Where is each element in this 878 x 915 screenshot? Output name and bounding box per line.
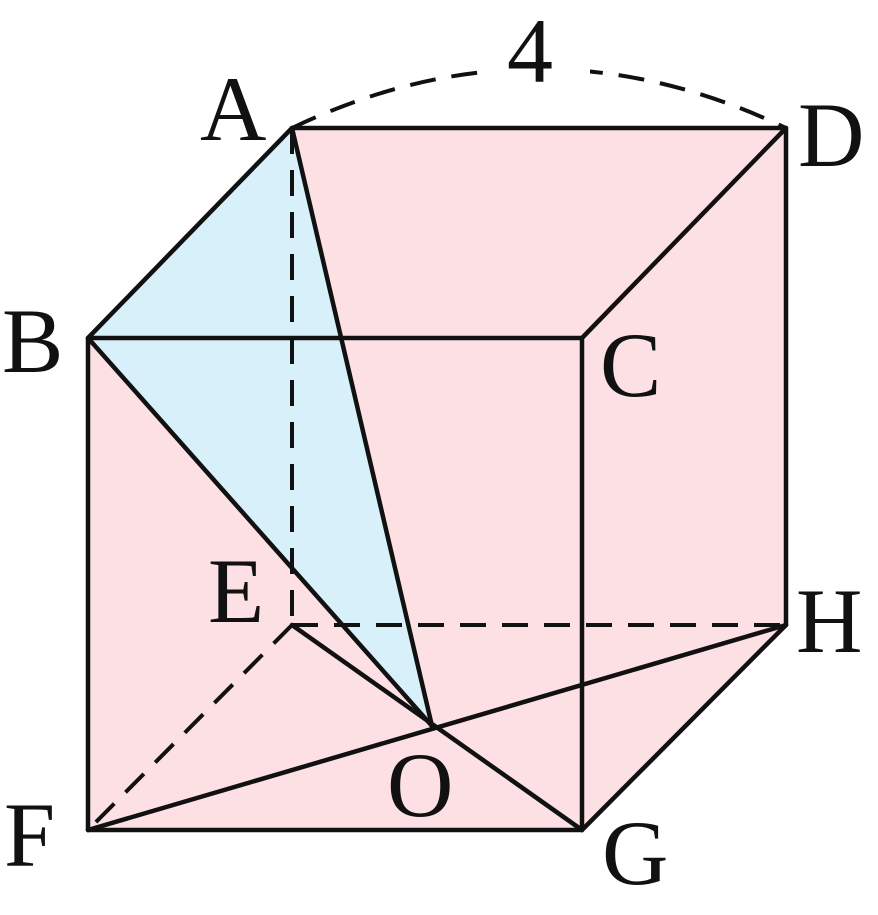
vertex-label-g: G bbox=[602, 802, 668, 904]
vertex-label-f: F bbox=[4, 784, 55, 886]
vertex-label-e: E bbox=[208, 540, 264, 642]
vertex-label-b: B bbox=[2, 290, 63, 392]
segment-bo bbox=[85, 335, 435, 729]
vertex-label-d: D bbox=[798, 84, 864, 186]
vertex-label-c: C bbox=[600, 314, 661, 416]
hidden-edge-ef bbox=[86, 623, 294, 832]
right-face bbox=[582, 128, 786, 830]
vertex-label-h: H bbox=[796, 570, 862, 672]
vertex-label-a: A bbox=[200, 58, 266, 160]
point-label-o: O bbox=[387, 734, 453, 836]
dimension-gap bbox=[488, 32, 590, 82]
dimension-label: 4 bbox=[507, 0, 553, 102]
triangle-abo bbox=[88, 128, 432, 726]
diagonal-fh bbox=[85, 622, 789, 833]
segment-ao bbox=[289, 125, 435, 729]
edge-gh bbox=[579, 622, 789, 833]
